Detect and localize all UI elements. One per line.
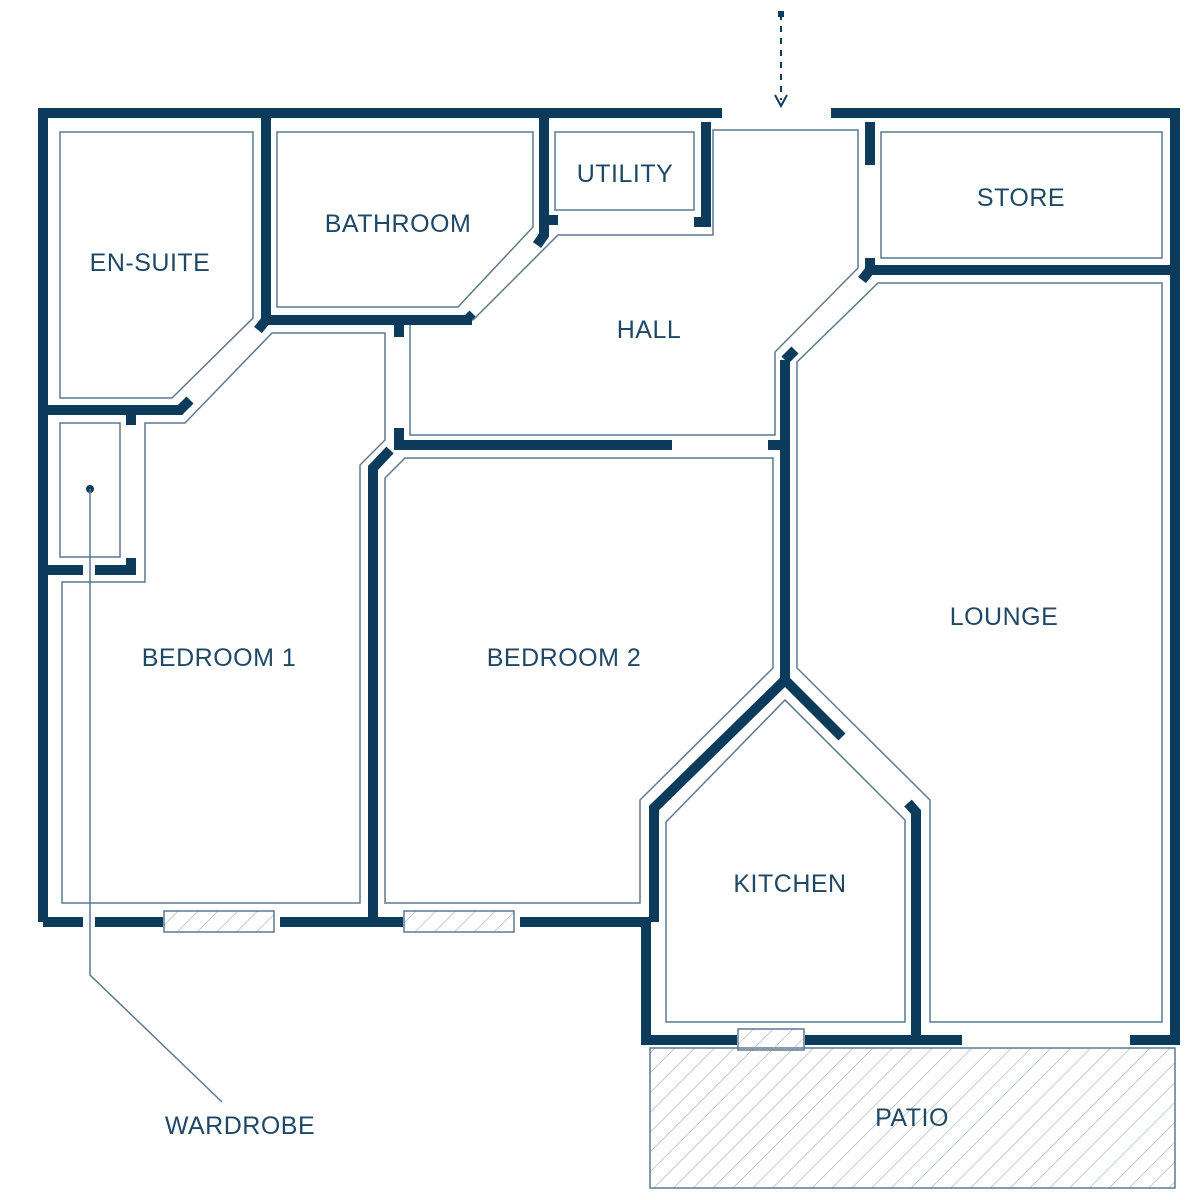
bedroom-2-top-wall	[394, 428, 672, 450]
label-lounge: LOUNGE	[950, 603, 1059, 631]
ensuite-diagonal-wall	[254, 316, 270, 334]
wardrobe-callout	[86, 485, 223, 1103]
kitchen-window	[737, 1028, 805, 1051]
store-lounge-wall	[865, 258, 1175, 275]
wardrobe-right-stub	[95, 558, 136, 575]
hall-outline	[409, 129, 859, 436]
label-bedroom-2: BEDROOM 2	[487, 644, 642, 672]
store-door-stub	[858, 266, 874, 284]
store-outline	[880, 131, 1163, 259]
label-bedroom-1: BEDROOM 1	[142, 644, 297, 672]
label-utility: UTILITY	[577, 160, 674, 188]
ensuite-bottom-wall	[43, 396, 194, 415]
dashed-arrow-down-icon	[774, 11, 788, 109]
label-kitchen: KITCHEN	[733, 870, 846, 898]
bedroom-1-window	[163, 910, 275, 933]
bathroom-outline	[276, 131, 534, 308]
label-hall: HALL	[617, 316, 682, 344]
patio-hatch	[649, 1047, 1176, 1189]
kitchen-outline	[665, 698, 906, 1023]
kitchen-right-wall	[904, 799, 921, 1035]
label-bathroom: BATHROOM	[325, 210, 472, 238]
utility-right-wall	[694, 122, 711, 227]
bathroom-door-stub	[462, 310, 476, 324]
windows	[163, 910, 805, 1051]
label-wardrobe: WARDROBE	[165, 1112, 315, 1140]
room-labels: EN-SUITE BATHROOM UTILITY STORE HALL BED…	[90, 160, 1065, 1140]
outer-wall-top-right	[831, 108, 1180, 1045]
label-en-suite: EN-SUITE	[90, 249, 211, 277]
wardrobe-outline	[59, 422, 121, 558]
wardrobe-callout-line	[89, 489, 223, 1103]
outer-wall-left-top	[38, 108, 722, 922]
bedroom-2-outline	[384, 457, 774, 904]
room-outlines	[59, 129, 1163, 1023]
bathroom-utility-wall	[532, 118, 549, 248]
label-patio: PATIO	[875, 1104, 949, 1132]
walls	[38, 108, 1180, 1045]
kitchen-outer-wall	[641, 917, 737, 1045]
kitchen-left-diagonal	[649, 676, 789, 922]
bedroom-divider-wall	[368, 446, 394, 922]
kitchen-right-diagonal-upper	[781, 676, 846, 741]
label-store: STORE	[977, 184, 1065, 212]
patio	[649, 1047, 1176, 1189]
en-suite-outline	[59, 131, 254, 399]
lounge-door-stub	[781, 346, 799, 364]
bedroom-2-window	[403, 910, 515, 933]
bedroom-1-outline	[61, 332, 386, 904]
utility-outline	[554, 131, 695, 211]
lounge-outline	[796, 282, 1163, 1023]
